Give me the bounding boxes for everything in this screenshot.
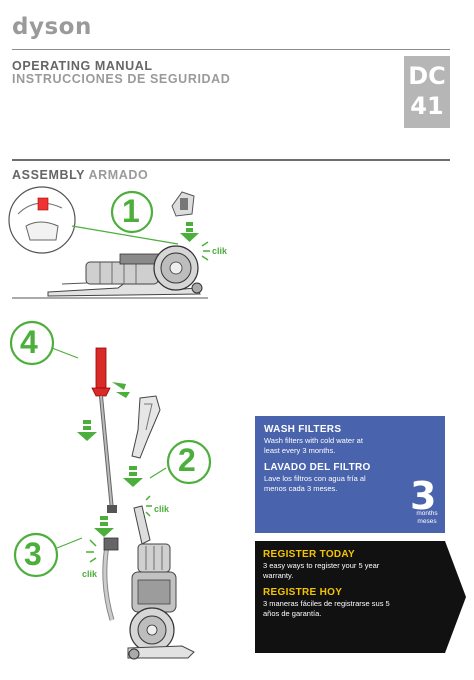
step2-number: 2 (178, 442, 196, 478)
register-heading-es: REGISTRE HOY (263, 587, 343, 598)
register-text-en: 3 easy ways to register your 5 year warr… (263, 561, 380, 580)
vacuum-upright (102, 505, 195, 660)
step1-circle (110, 190, 154, 234)
step2-circle (166, 439, 212, 485)
vacuum-lying (47, 245, 203, 297)
months-number: 3 (410, 474, 437, 518)
register-text-es: 3 maneras fáciles de registrarse sus 5 a… (263, 599, 390, 618)
step1-detail-inset (8, 186, 179, 254)
step1-clik-label: clik (212, 246, 228, 256)
step2-arrow-down (123, 466, 143, 487)
step4-arrow-down (77, 420, 97, 441)
months-unit-es: meses (417, 518, 437, 525)
step2-clik-label: clik (154, 504, 170, 514)
step2-clik-lines (145, 495, 152, 517)
step1-number: 1 (122, 193, 140, 229)
model-badge-line2: 41 (410, 92, 444, 120)
step1-part (171, 191, 195, 217)
step1-clik-lines (201, 241, 210, 261)
model-badge-line1: DC (408, 62, 446, 90)
wash-heading-es: LAVADO DEL FILTRO (264, 462, 371, 473)
months-unit: months meses (412, 510, 442, 526)
step3-clik-label: clik (82, 569, 98, 579)
step4-pointer (51, 347, 79, 359)
wash-text-en: Wash filters with cold water at least ev… (264, 436, 363, 455)
step3-circle (13, 532, 59, 578)
dyson-logo: dyson (12, 14, 92, 40)
register-panel-tip (445, 541, 466, 653)
step3-clik-lines (86, 539, 97, 563)
register-heading-en: REGISTER TODAY (263, 549, 355, 560)
step3-number: 3 (24, 536, 42, 572)
section-divider (12, 159, 450, 161)
manual-title-en: OPERATING MANUAL (12, 59, 153, 73)
wand (91, 347, 117, 513)
wash-filters-panel: WASH FILTERS Wash filters with cold wate… (255, 416, 445, 533)
wash-heading-en: WASH FILTERS (264, 424, 342, 435)
step1-arrow (180, 222, 199, 242)
assembly-heading-es: ARMADO (88, 168, 149, 182)
months-unit-en: months (416, 510, 438, 517)
wash-text-es: Lave los filtros con agua fría al menos … (264, 474, 366, 493)
step4-number: 4 (20, 324, 38, 360)
step4-circle (9, 320, 55, 366)
hose-handle (131, 395, 161, 459)
assembly-heading: ASSEMBLY ARMADO (12, 168, 148, 182)
model-badge: DC 41 (404, 56, 450, 128)
step3-arrow-down (94, 516, 114, 537)
header-divider (12, 49, 450, 50)
assembly-heading-en: ASSEMBLY (12, 168, 85, 182)
register-panel: REGISTER TODAY 3 easy ways to register y… (255, 541, 445, 653)
wand-motion-marks (112, 382, 130, 398)
manual-title-es: INSTRUCCIONES DE SEGURIDAD (12, 72, 231, 86)
